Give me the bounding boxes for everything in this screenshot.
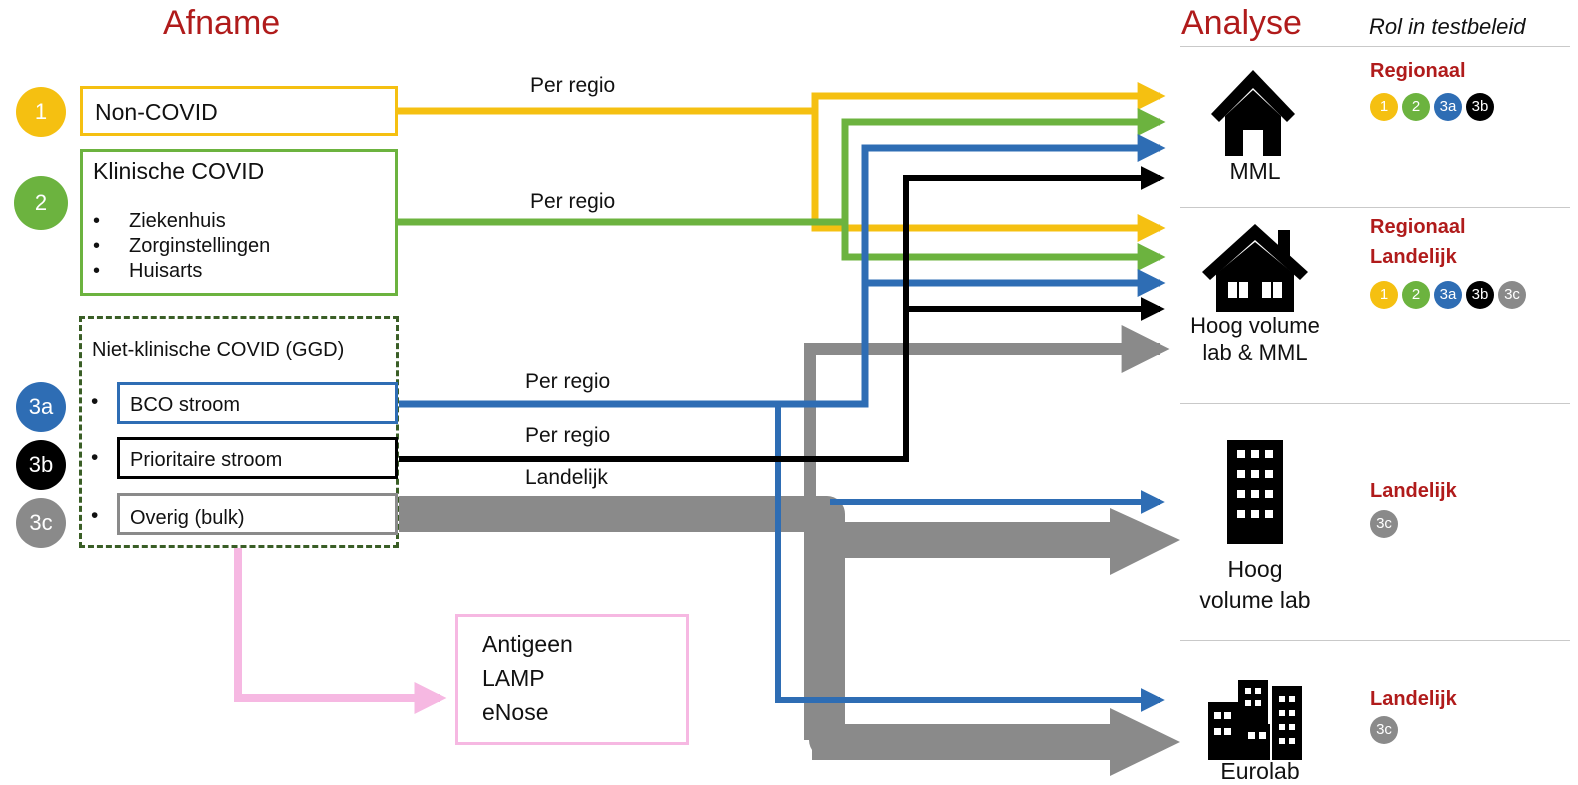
bullet: • (93, 235, 101, 257)
prioritaire-box: Prioritaire stroom (117, 437, 398, 479)
separator (1180, 403, 1570, 404)
flow-label-5: Landelijk (525, 466, 608, 489)
flow-blue (775, 404, 1165, 712)
role-circle-2: 2 (1402, 93, 1430, 121)
klinische-item: Ziekenhuis (129, 210, 226, 232)
circle-2: 2 (14, 176, 68, 230)
flow-gray-arrowhead (1110, 708, 1180, 776)
non-covid-label: Non-COVID (95, 99, 218, 125)
eurolab-label: Eurolab (1220, 758, 1300, 784)
office-building-icon (1227, 440, 1283, 544)
flow-green (841, 222, 1166, 271)
role-circle-3c: 3c (1498, 281, 1526, 309)
klinische-covid-box: Klinische COVID • Ziekenhuis • Zorginste… (80, 149, 398, 296)
flow-yellow (811, 111, 1166, 242)
circle-3c: 3c (16, 498, 66, 548)
house-icon (1211, 70, 1295, 156)
rol-header: Rol in testbeleid (1369, 14, 1526, 39)
bco-box: BCO stroom (117, 382, 398, 424)
flow-pink (234, 546, 447, 714)
hoog-mml-line: Hoog volume (1190, 313, 1320, 338)
bullet: • (93, 260, 101, 282)
alt-test-item: Antigeen (482, 631, 573, 657)
flow-label-4: Per regio (525, 424, 611, 447)
role-circle-1: 1 (1370, 93, 1398, 121)
bullet: • (93, 210, 101, 232)
house-lab-icon (1202, 224, 1308, 312)
role-landelijk: Landelijk (1370, 688, 1457, 710)
role-circle-3b: 3b (1466, 281, 1494, 309)
role-circle-2: 2 (1402, 281, 1430, 309)
separator (1180, 640, 1570, 641)
role-circle-3b: 3b (1466, 93, 1494, 121)
alt-tests-box: Antigeen LAMP eNose (455, 614, 689, 745)
klinische-item: Zorginstellingen (129, 235, 271, 257)
flow-blue (398, 134, 1166, 408)
flow-label-3: Per regio (525, 370, 611, 393)
role-regionaal: Regionaal (1370, 216, 1466, 238)
non-covid-box: Non-COVID (80, 86, 398, 136)
analyse-header: Analyse (1181, 4, 1302, 42)
role-circle-3c: 3c (1370, 510, 1398, 538)
separator (1180, 46, 1570, 47)
bco-label: BCO stroom (130, 394, 241, 416)
role-circle-3a: 3a (1434, 93, 1462, 121)
role-circle-1: 1 (1370, 281, 1398, 309)
bullet: • (91, 446, 99, 469)
circle-1: 1 (16, 87, 66, 137)
hoog-volume-lab-label: Hoog volume lab (1180, 554, 1330, 616)
flow-label-2: Per regio (530, 190, 616, 213)
bullet: • (91, 504, 99, 527)
niet-klinische-title: Niet-klinische COVID (GGD) (92, 339, 345, 361)
alt-test-item: eNose (482, 699, 549, 725)
separator (1180, 207, 1570, 208)
klinische-item: Huisarts (129, 260, 203, 282)
bullet: • (91, 390, 99, 413)
circle-3a: 3a (16, 382, 66, 432)
flow-black (398, 166, 1165, 462)
role-circle-3a: 3a (1434, 281, 1462, 309)
flow-gray-arrowhead (1110, 508, 1180, 575)
flow-yellow (398, 82, 1166, 115)
prioritaire-label: Prioritaire stroom (130, 449, 283, 471)
city-buildings-icon (1208, 680, 1302, 760)
role-circle-3c: 3c (1370, 716, 1398, 744)
role-regionaal: Regionaal (1370, 60, 1466, 82)
circle-3b: 3b (16, 440, 66, 490)
hoog-line: Hoog (1227, 556, 1283, 582)
role-landelijk: Landelijk (1370, 480, 1457, 502)
afname-header: Afname (163, 4, 281, 42)
overig-label: Overig (bulk) (130, 507, 245, 529)
flow-gray-bulk (377, 496, 845, 758)
hoog-mml-line: lab & MML (1202, 340, 1308, 365)
overig-box: Overig (bulk) (117, 493, 398, 535)
klinische-title: Klinische COVID (93, 158, 265, 184)
flow-green (398, 108, 1166, 226)
mml-label: MML (1229, 158, 1281, 184)
flow-label-1: Per regio (530, 74, 616, 97)
hoog-line: volume lab (1199, 587, 1311, 613)
hoog-volume-mml-label: Hoog volume lab & MML (1180, 312, 1330, 366)
role-landelijk: Landelijk (1370, 246, 1457, 268)
alt-test-item: LAMP (482, 665, 545, 691)
